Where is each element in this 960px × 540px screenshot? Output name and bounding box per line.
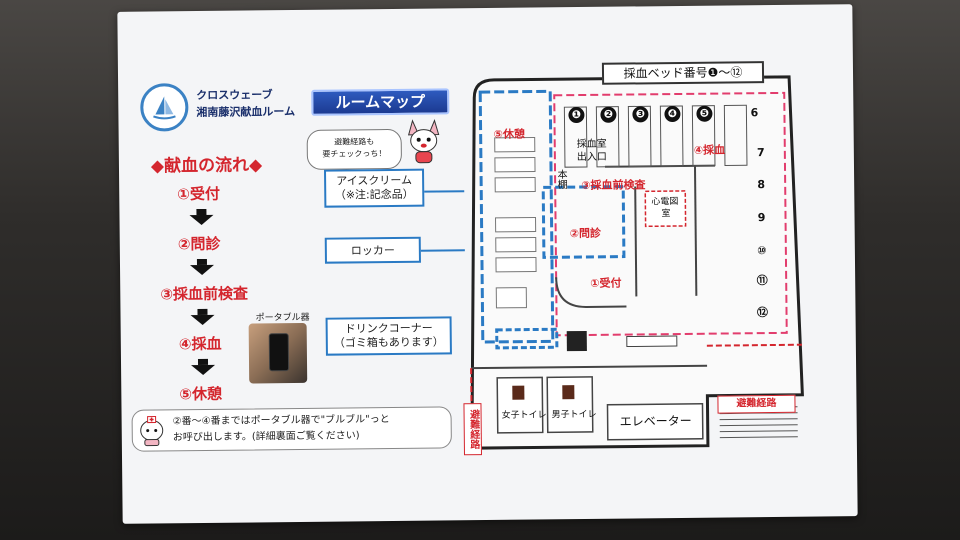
- bed-number: ⑪: [756, 274, 768, 288]
- flow-arrow-icon: [189, 258, 215, 276]
- zone-rest-label: ⑤休憩: [493, 127, 526, 141]
- bed-number: 6: [750, 106, 759, 120]
- bed-number: ❺: [696, 105, 713, 122]
- callout-drink: ドリンクコーナー （ゴミ箱もあります）: [325, 316, 452, 356]
- bed-number: 8: [757, 178, 766, 192]
- bed-number: ⑩: [757, 244, 767, 258]
- bed-number: ❸: [632, 106, 649, 123]
- flow-heading: ◆献血の流れ◆: [150, 155, 263, 177]
- flow-arrow-icon: [191, 358, 216, 376]
- mascot-character-icon: [407, 119, 440, 164]
- pager-note-line2: お呼び出します。(詳細裏面ご覧ください): [172, 430, 360, 444]
- sailboat-icon: [140, 83, 189, 132]
- bed-number: ❹: [664, 105, 681, 123]
- logo-text-line1: クロスウェーブ: [196, 88, 273, 103]
- callout-icecream-line1: アイスクリーム: [336, 173, 413, 188]
- flow-step-5: ⑤休憩: [179, 384, 223, 404]
- bed-number: ❶: [568, 106, 585, 124]
- bed-number: 7: [756, 146, 765, 160]
- logo-text-line2: 湘南藤沢献血ルーム: [196, 105, 296, 120]
- callout-locker-text: ロッカー: [350, 243, 395, 258]
- zone-interview-label: ②問診: [569, 226, 602, 241]
- bed-number-header: 採血ベッド番号❶〜⑫: [601, 61, 765, 85]
- room-map-sheet: クロスウェーブ 湘南藤沢献血ルーム ルームマップ 避難経路も 要チェックっち！ …: [117, 4, 858, 524]
- flow-arrow-icon: [189, 208, 214, 226]
- flow-step-2: ②問診: [177, 234, 221, 254]
- bed-number: ⑫: [756, 306, 769, 320]
- flow-step-3: ③採血前検査: [160, 284, 249, 304]
- mascot-bubble-text: 避難経路も 要チェックっち！: [322, 137, 387, 159]
- callout-locker: ロッカー: [324, 236, 421, 264]
- callout-drink-line2: （ゴミ箱もあります）: [333, 335, 444, 350]
- callout-icecream: アイスクリーム （※注:記念品）: [324, 168, 425, 208]
- entrance-label-line2: 出入口: [576, 151, 607, 164]
- callout-icecream-line2: （※注:記念品）: [334, 187, 414, 202]
- elevator-label: エレベーター: [619, 413, 692, 429]
- flow-step-1: ①受付: [177, 184, 221, 204]
- mascot-nurse-icon: [140, 415, 164, 447]
- ecg-room-label-line2: 室: [661, 209, 671, 220]
- pager-note: ②番〜④番まではポータブル器で"ブルブル"っと お呼び出します。(詳細裏面ご覧く…: [131, 406, 452, 452]
- floor-plan: [470, 75, 804, 450]
- evacuation-route-vertical-label: 避難経路: [463, 403, 483, 456]
- portable-device-label: ポータブル器: [255, 312, 310, 324]
- bookshelf-label: 本棚: [555, 169, 567, 190]
- evacuation-route-label: 避難経路: [717, 394, 796, 414]
- flow-arrow-icon: [190, 308, 215, 326]
- map-title: ルームマップ: [311, 88, 450, 116]
- mascot-speech-bubble: 避難経路も 要チェックっち！: [306, 128, 402, 170]
- zone-reception-label: ①受付: [590, 276, 622, 290]
- flow-step-4: ④採血: [178, 334, 222, 354]
- men-toilet-label: 男子トイレ: [551, 409, 597, 421]
- zone-pretest-label: ③採血前検査: [581, 178, 646, 193]
- women-toilet-label: 女子トイレ: [501, 410, 547, 421]
- zone-blood-draw-label: ④採血: [693, 143, 726, 157]
- bed-number: ❷: [600, 106, 617, 123]
- bed-number: 9: [757, 211, 766, 225]
- portable-device-photo: [248, 322, 308, 384]
- callout-drink-line1: ドリンクコーナー: [344, 321, 433, 336]
